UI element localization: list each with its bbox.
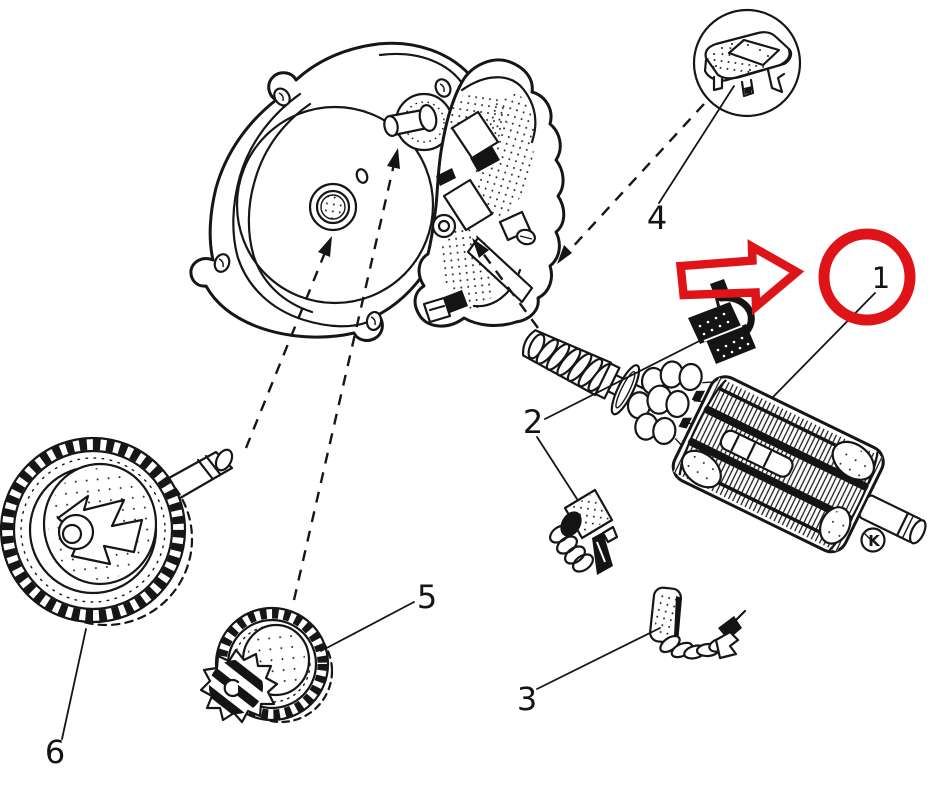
motor-end-frame-drawing	[413, 58, 566, 328]
end-frame-screw-icon	[516, 228, 536, 246]
leader-line-1	[772, 292, 876, 398]
cap-foot	[766, 68, 786, 94]
intermediate-gear-drawing	[199, 606, 334, 724]
leader-line-2a	[544, 323, 734, 420]
brush-with-lead-drawing	[649, 586, 747, 660]
trademark-k-badge: K	[860, 527, 886, 553]
callout-2-label: 2	[523, 403, 543, 441]
housing-screw-icon	[355, 168, 369, 184]
brush-with-spring-drawing	[549, 488, 619, 575]
housing-dish-edge	[235, 105, 435, 305]
callout-6-label: 6	[45, 733, 65, 771]
output-gear-drawing	[0, 436, 234, 627]
commutator-drawing	[626, 360, 706, 446]
housing-screw-icon	[365, 310, 383, 332]
assembly-arrowhead	[472, 238, 489, 258]
assembly-dashed-lines	[244, 103, 705, 601]
assembly-arrowhead	[387, 148, 400, 169]
leader-line-5	[320, 601, 415, 652]
armature-rear-shaft	[858, 494, 927, 545]
callout-4-label: 4	[647, 199, 667, 237]
leader-lines	[61, 85, 876, 740]
assembly-dashed-line	[567, 103, 705, 253]
assembly-dashed-line	[244, 249, 328, 449]
leader-line-6	[61, 628, 87, 740]
red-highlight-circle	[818, 228, 916, 326]
assembly-dashed-line	[292, 163, 396, 601]
housing-pin-boss	[383, 92, 454, 152]
worm-gear-drawing	[521, 329, 621, 400]
housing-screw-icon	[434, 78, 452, 98]
assembly-dashed-line	[481, 251, 539, 329]
callout-3-label: 3	[517, 680, 537, 718]
dust-cap-detail-circle	[692, 8, 802, 118]
housing-screw-icon	[273, 87, 291, 107]
dust-cap-drawing	[703, 31, 793, 98]
thrust-washer	[610, 364, 641, 416]
housing-screw-icon	[213, 253, 231, 273]
assembly-arrowhead	[318, 236, 332, 257]
housing-gasket-line	[232, 92, 370, 328]
gear-housing-drawing	[189, 41, 476, 342]
leader-line-4	[658, 85, 735, 204]
armature-drawing	[521, 329, 927, 554]
housing-bushing	[308, 182, 358, 232]
brush-channel	[442, 178, 494, 232]
housing-top-ridge	[378, 52, 466, 88]
assembly-arrowhead	[557, 245, 572, 264]
cap-foot	[712, 75, 724, 92]
callout-5-label: 5	[417, 578, 437, 616]
upper-brush-lead-drawing	[688, 279, 756, 364]
leader-line-3	[536, 627, 661, 690]
armature-core-drawing	[671, 375, 885, 554]
leader-line-2b	[536, 436, 578, 500]
bearing-hole	[431, 213, 457, 239]
brush-channel	[450, 110, 500, 160]
red-highlight-arrow	[675, 239, 805, 316]
housing-inner-line	[247, 102, 314, 314]
trademark-k-letter: K	[868, 532, 881, 550]
callout-1-label: 1	[872, 261, 890, 295]
